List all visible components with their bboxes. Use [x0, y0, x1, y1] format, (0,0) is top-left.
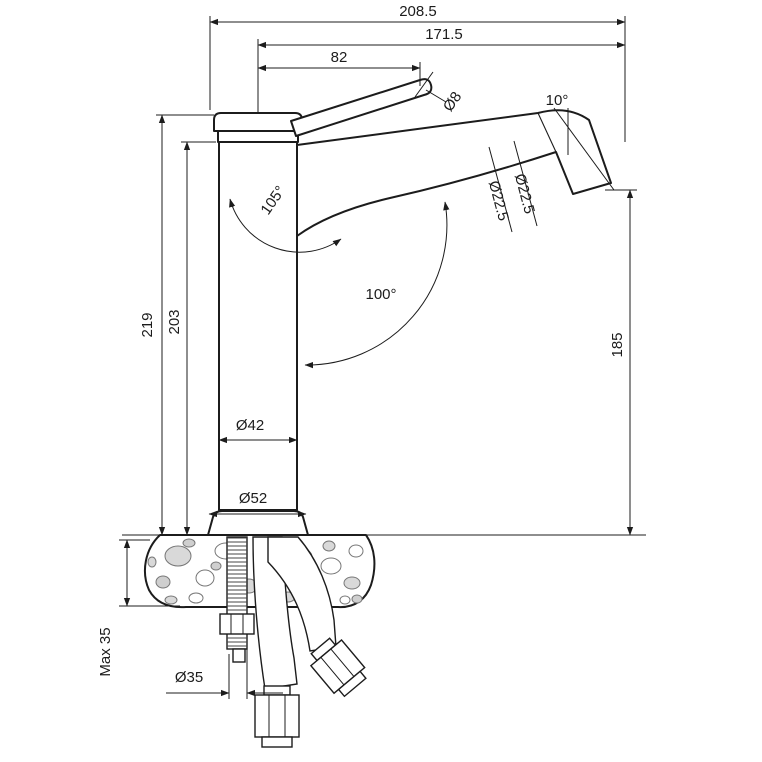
base-flange	[207, 510, 309, 536]
label-overall-width: 208.5	[399, 3, 437, 20]
label-lever-diameter: Ø8	[440, 89, 465, 115]
label-body-height: 203	[166, 309, 183, 334]
lever-handle	[290, 78, 433, 137]
faucet-outline	[207, 78, 612, 536]
label-outlet-height: 185	[609, 332, 626, 357]
mounting-nut	[219, 613, 255, 635]
label-lever-length: 82	[331, 49, 348, 66]
handle-cap	[213, 112, 303, 132]
label-max-deck: Max 35	[97, 627, 114, 676]
cap-ring	[217, 130, 299, 143]
dimension-lines	[119, 16, 637, 699]
label-outlet-angle: 10°	[546, 92, 569, 109]
hose-fitting-angled	[309, 637, 367, 698]
spout-diameter-lines	[488, 140, 538, 233]
label-overall-height: 219	[139, 312, 156, 337]
lever-diameter-leader	[414, 71, 447, 103]
label-spout-arc: 100°	[365, 286, 396, 303]
label-base-diameter: Ø52	[239, 490, 267, 507]
label-hole-diameter: Ø35	[175, 669, 203, 686]
mounting-hardware	[219, 536, 367, 748]
spout-arc-line	[304, 201, 450, 369]
threaded-rod	[226, 536, 248, 663]
supply-hose-left	[252, 536, 298, 690]
label-body-diameter: Ø42	[236, 417, 264, 434]
spout	[296, 109, 612, 237]
outlet-angle-lines	[553, 107, 615, 191]
hose-fitting-bottom	[254, 685, 300, 748]
label-spout-reach: 171.5	[425, 26, 463, 43]
label-spout-diameter-b: Ø22.5	[511, 172, 538, 216]
label-spout-diameter-a: Ø22.5	[485, 179, 512, 223]
